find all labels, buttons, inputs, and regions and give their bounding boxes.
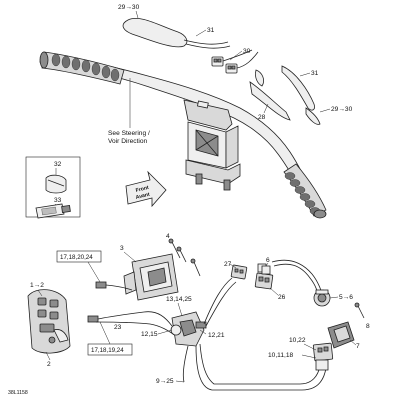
callout-33: 33: [54, 197, 62, 204]
leader-box-bottom: [99, 321, 111, 345]
callout-5-6: 5→6: [339, 294, 353, 301]
callout-26: 26: [278, 294, 286, 301]
throttle-block: [170, 311, 207, 347]
callout-30: 30: [243, 48, 251, 55]
connector-30: [211, 49, 259, 74]
tie-band: [47, 179, 65, 187]
note-see-steering-line2: Voir Direction: [108, 138, 148, 145]
connector-26: [254, 263, 274, 290]
leader-6: [265, 262, 269, 267]
callout-32: 32: [54, 161, 62, 168]
grip-cable-31: [281, 65, 321, 125]
callout-7: 7: [356, 343, 360, 350]
callout-10-11-18: 10,11,18: [268, 352, 294, 359]
left-grip: [39, 51, 125, 85]
callout-29-30-top: 29→30: [118, 4, 140, 11]
switch-5-6: [313, 289, 331, 307]
control-module-7: [327, 321, 355, 349]
callout-8: 8: [366, 323, 370, 330]
leader-28: [263, 103, 269, 114]
avant-label: Avant: [135, 192, 151, 201]
handlebar-riser: [183, 99, 241, 191]
connector-10-11-18: [312, 342, 334, 371]
callout-28: 28: [258, 114, 266, 121]
note-see-steering-line1: See Steering /: [108, 130, 150, 137]
leader-10-22: [303, 343, 317, 351]
callout-13-14-25: 13,14,25: [166, 296, 192, 303]
leader-31-top: [195, 29, 207, 37]
leader-2: [45, 351, 51, 361]
leader-5-6: [329, 296, 339, 299]
leader-box-top: [87, 261, 101, 283]
leader-30: [229, 50, 243, 61]
leader-7: [349, 339, 357, 346]
leader-29-30-top: [135, 10, 139, 19]
callout-31-top: 31: [207, 27, 215, 34]
callout-2: 2: [47, 361, 51, 368]
leader-3: [123, 251, 137, 263]
leader-29-30-right: [319, 108, 331, 113]
leader-10-11-18: [301, 354, 317, 359]
leader-26: [269, 287, 279, 296]
leader-12-15: [157, 329, 173, 335]
box-top-frame: [56, 250, 102, 263]
callout-1-2: 1→2: [30, 282, 44, 289]
harness-left: [87, 281, 177, 337]
leader-12-21: [199, 329, 207, 335]
callout-3: 3: [120, 245, 124, 252]
bolt-8: [354, 302, 365, 319]
diagram-id: 38L1158: [8, 390, 28, 396]
connector-27: [230, 264, 248, 280]
handlebar: [39, 53, 319, 207]
callout-31-right: 31: [311, 70, 319, 77]
main-harness: [182, 259, 327, 391]
callout-6: 6: [266, 257, 270, 264]
right-grip: [283, 163, 327, 219]
screws-4: [168, 238, 201, 277]
leader-31-right: [299, 72, 311, 77]
switch-housing-left: [27, 289, 71, 354]
leader-13-14-25: [177, 302, 183, 317]
grease-tube-33: [35, 203, 71, 219]
callout-4: 4: [166, 233, 170, 240]
heated-grip-cable-top: [122, 18, 231, 49]
callout-9-25: 9→25: [156, 378, 174, 385]
switch-bracket-3: [123, 253, 179, 301]
box-top-label: 17,18,20,24: [60, 254, 93, 261]
callout-29-30-right: 29→30: [331, 106, 353, 113]
callout-12-21: 12,21: [208, 332, 225, 339]
leader-1-2: [37, 289, 43, 297]
callout-23: 23: [114, 324, 122, 331]
callout-27: 27: [224, 261, 232, 268]
inset-32-33: 32 33: [25, 156, 81, 219]
cable-tie-32: [45, 174, 67, 194]
leader-27: [229, 263, 237, 269]
front-label: Front: [135, 185, 150, 194]
leader-9-25: [175, 380, 185, 383]
callout-10-22: 10,22: [289, 337, 306, 344]
grip-cable-28: [249, 69, 291, 121]
callout-12-15: 12,15: [141, 331, 158, 338]
box-bottom-label: 17,18,19,24: [91, 347, 124, 354]
front-arrow: Front Avant: [125, 170, 167, 208]
